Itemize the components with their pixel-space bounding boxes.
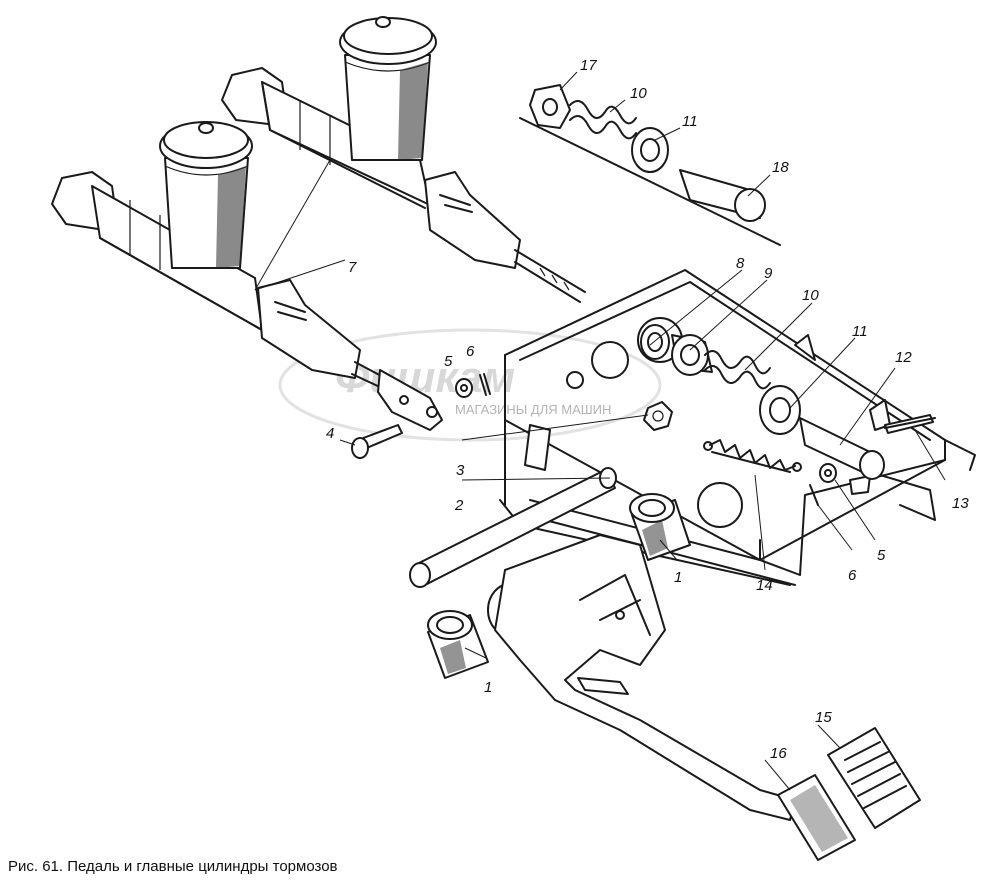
callout-1-lower-bushing: 1 bbox=[484, 679, 492, 696]
callout-16: 16 bbox=[770, 745, 787, 762]
callout-9: 9 bbox=[764, 265, 773, 282]
bolt bbox=[884, 417, 936, 429]
callout-6-right: 6 bbox=[848, 567, 857, 584]
watermark-tagline: МАГАЗИНЫ ДЛЯ МАШИН bbox=[455, 402, 611, 417]
callout-14: 14 bbox=[756, 577, 773, 594]
callout-2: 2 bbox=[454, 497, 464, 514]
pin-assembly-upper bbox=[519, 84, 781, 246]
washer-left bbox=[455, 378, 473, 398]
cotter-pin-left bbox=[479, 373, 491, 396]
callout-10-upper: 10 bbox=[630, 85, 647, 102]
washer-right bbox=[819, 463, 837, 483]
callout-11-upper: 11 bbox=[682, 113, 698, 130]
callout-6-left: 6 bbox=[466, 343, 475, 360]
callout-15: 15 bbox=[815, 709, 832, 726]
pedal-shaft bbox=[409, 467, 617, 588]
callout-18: 18 bbox=[772, 159, 789, 176]
bushing-upper bbox=[629, 493, 691, 561]
callout-13: 13 bbox=[952, 495, 969, 512]
cotter-pin-right bbox=[809, 484, 819, 506]
figure-caption: Рис. 61. Педаль и главные цилиндры тормо… bbox=[8, 858, 338, 875]
clevis-pin bbox=[351, 424, 403, 459]
callout-1-upper-bushing: 1 bbox=[674, 569, 682, 586]
callout-5-right: 5 bbox=[877, 547, 886, 564]
pedal-pad-cover bbox=[827, 727, 921, 829]
callout-12: 12 bbox=[895, 349, 912, 366]
pedal-pad bbox=[777, 774, 856, 861]
master-cylinder-upper bbox=[221, 16, 586, 303]
callout-7: 7 bbox=[348, 259, 357, 276]
callout-3: 3 bbox=[456, 462, 465, 479]
bushing-lower bbox=[427, 610, 489, 679]
leader-lines bbox=[254, 71, 946, 791]
callout-labels: 1 1 2 3 4 5 5 6 6 7 8 9 10 10 11 11 12 1… bbox=[326, 57, 969, 762]
callout-11-main: 11 bbox=[852, 323, 868, 340]
nut bbox=[643, 401, 673, 431]
callout-5-left: 5 bbox=[444, 353, 453, 370]
callout-17: 17 bbox=[580, 57, 597, 74]
return-spring bbox=[703, 439, 802, 473]
pin-assembly-main bbox=[640, 324, 934, 480]
callout-8: 8 bbox=[736, 255, 745, 272]
master-cylinder-lower bbox=[51, 121, 443, 431]
callout-4: 4 bbox=[326, 425, 334, 442]
brake-pedal-lever bbox=[487, 534, 796, 821]
callout-10-main: 10 bbox=[802, 287, 819, 304]
